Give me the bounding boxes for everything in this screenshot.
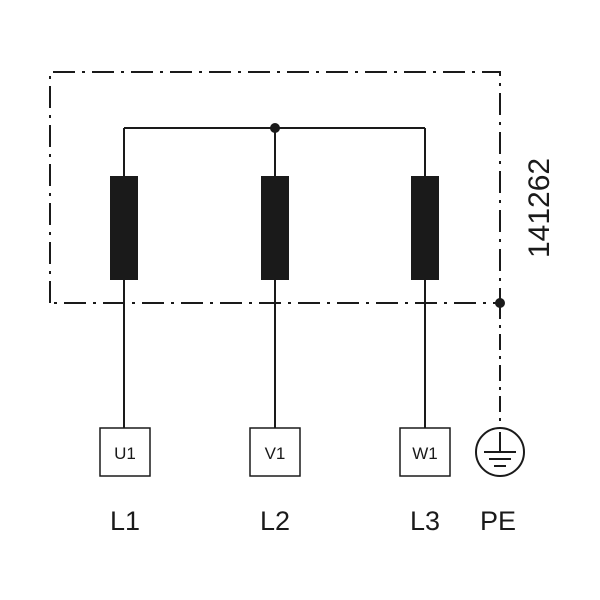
line-label-pe: PE: [480, 506, 516, 536]
terminal-v1: V1: [249, 427, 301, 477]
winding-v: [261, 176, 289, 280]
earth-ground-icon: [475, 427, 525, 477]
line-label-l3: L3: [410, 506, 440, 536]
windings: [110, 176, 439, 280]
line-label-l2: L2: [260, 506, 290, 536]
line-label-l1: L1: [110, 506, 140, 536]
terminal-label-u1: U1: [114, 444, 136, 463]
terminal-box-u1: [99, 427, 151, 477]
winding-w: [411, 176, 439, 280]
terminal-label-v1: V1: [265, 444, 286, 463]
terminal-u1: U1: [99, 427, 151, 477]
enclosure-boundary: [49, 71, 501, 304]
star-point-node: [270, 123, 280, 133]
phase-leads: [123, 280, 426, 428]
star-connection: [123, 123, 426, 176]
drawing-code: 141262: [523, 158, 556, 258]
winding-u: [110, 176, 138, 280]
terminal-label-w1: W1: [412, 444, 438, 463]
terminal-box-w1: [399, 427, 451, 477]
terminal-box-v1: [249, 427, 301, 477]
terminal-w1: W1: [399, 427, 451, 477]
protective-earth: [475, 298, 525, 477]
pe-connection-node: [495, 298, 505, 308]
